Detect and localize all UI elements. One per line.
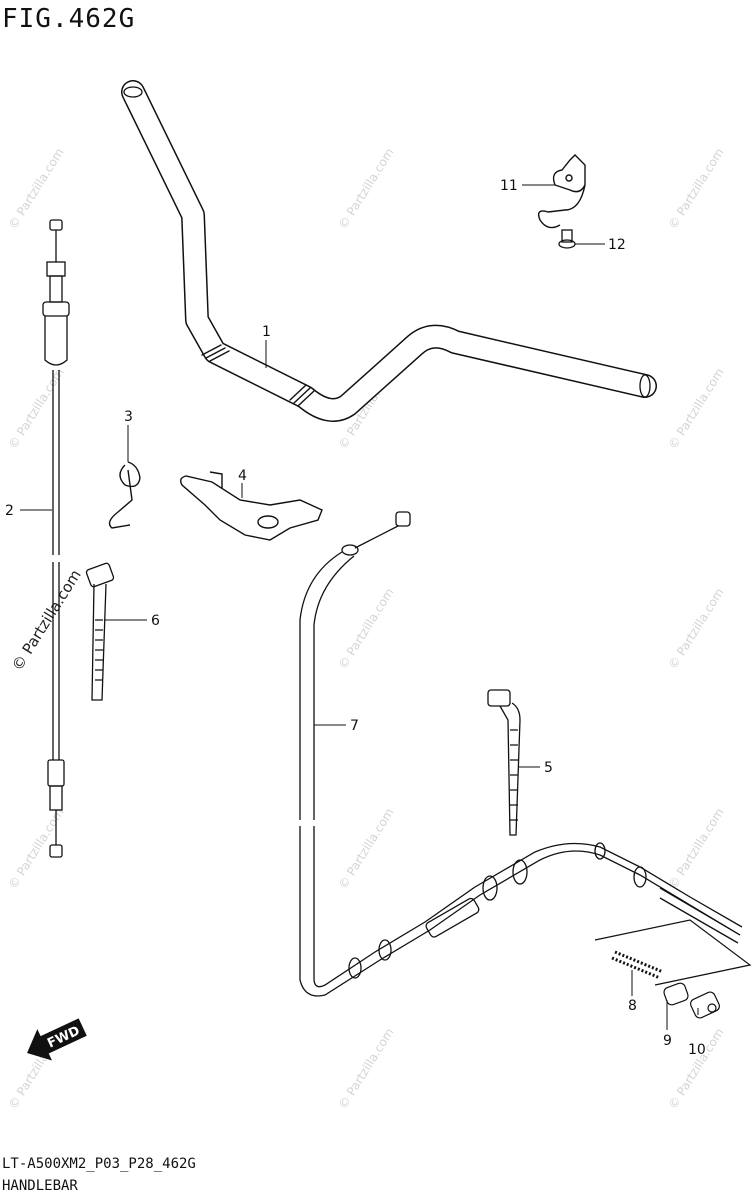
watermark: © Partzilla.com <box>336 146 397 232</box>
callout-3: 3 <box>124 409 133 425</box>
watermark: © Partzilla.com <box>336 806 397 892</box>
callout-7: 7 <box>350 718 359 734</box>
watermark-layer: © Partzilla.com © Partzilla.com © Partzi… <box>6 146 727 1112</box>
part-2-cable <box>42 219 70 858</box>
watermark: © Partzilla.com <box>336 1026 397 1112</box>
part-11-clamp <box>537 154 586 229</box>
part-12-bolt <box>558 229 576 249</box>
callout-12: 12 <box>608 237 626 253</box>
diagram-name: HANDLEBAR <box>2 1178 78 1194</box>
callout-8: 8 <box>628 998 637 1014</box>
callout-10: 10 <box>688 1042 706 1058</box>
part-6-cable-tie <box>85 562 115 701</box>
diagram-code: LT-A500XM2_P03_P28_462G <box>2 1156 196 1172</box>
watermark: © Partzilla.com <box>666 146 727 232</box>
watermark: © Partzilla.com <box>666 806 727 892</box>
watermark: © Partzilla.com <box>666 586 727 672</box>
watermark: © Partzilla.com <box>666 366 727 452</box>
part-1-handlebar <box>121 80 657 422</box>
part-5-cable-tie <box>487 689 521 836</box>
watermark-main: © Partzilla.com <box>8 566 85 674</box>
callout-4: 4 <box>238 468 247 484</box>
part-8-10-group <box>594 919 752 1019</box>
watermark: © Partzilla.com <box>6 366 67 452</box>
watermark: © Partzilla.com <box>6 146 67 232</box>
callout-1: 1 <box>262 324 271 340</box>
watermark: © Partzilla.com <box>336 586 397 672</box>
callout-6: 6 <box>151 613 160 629</box>
watermark: © Partzilla.com <box>666 1026 727 1112</box>
part-4-bracket <box>179 471 323 541</box>
callout-11: 11 <box>500 178 518 194</box>
callout-9: 9 <box>663 1033 672 1049</box>
figure-title: FIG.462G <box>2 4 136 34</box>
callouts: 1 2 3 4 5 6 7 8 9 10 11 12 <box>5 178 706 1058</box>
part-3-clip <box>108 461 141 529</box>
part-7-cable <box>299 511 743 997</box>
callout-5: 5 <box>544 760 553 776</box>
watermark: © Partzilla.com <box>6 806 67 892</box>
callout-2: 2 <box>5 503 14 519</box>
fwd-arrow-icon: FWD <box>26 1018 87 1061</box>
leader-lines <box>20 184 699 1030</box>
